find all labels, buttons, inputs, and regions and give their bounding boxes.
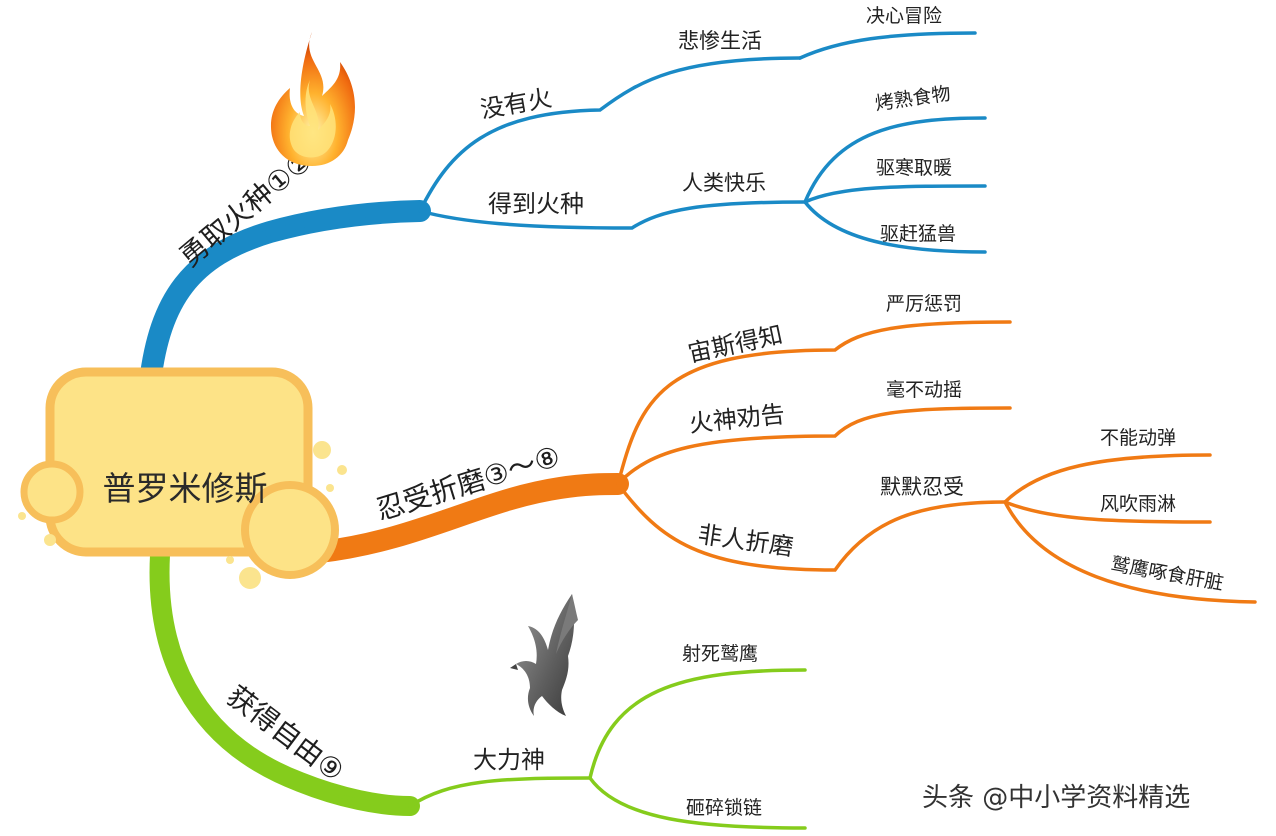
connector-shoot [588, 668, 807, 780]
node-hercules-item-2[interactable]: 砸碎锁链 [686, 797, 762, 819]
connector-vulcan [616, 406, 1012, 486]
connector-item-1 [803, 116, 987, 204]
root-dot [18, 512, 26, 520]
watermark-text: 头条 @中小学资料精选 [922, 783, 1190, 813]
torment-subbranches [616, 320, 1257, 604]
eagle-icon [510, 594, 578, 716]
branch-freedom-trunk-tail [338, 794, 412, 808]
connector-silent-2 [1003, 500, 1212, 524]
root-label: 普罗米修斯 [103, 469, 268, 508]
node-silent[interactable]: 默默忍受 [880, 475, 964, 499]
connector-item-3 [803, 200, 987, 254]
root-bubble-right [241, 481, 339, 579]
node-hercules-item-1[interactable]: 射死鹫鹰 [682, 643, 758, 665]
connector-item-2 [803, 184, 987, 204]
connector-inhuman [616, 482, 1007, 572]
node-zeus-child[interactable]: 严厉惩罚 [886, 293, 962, 315]
connector-zeus [616, 320, 1012, 486]
branch-torment-trunk-tail [517, 481, 621, 497]
node-misery[interactable]: 悲惨生活 [678, 29, 762, 53]
connector-hercules [408, 776, 592, 808]
connector-resolve [798, 31, 977, 60]
root-dot [44, 534, 56, 546]
branch-fire-trunk-tail [247, 208, 423, 241]
connector-smash [588, 776, 807, 830]
node-silent-item-2[interactable]: 风吹雨淋 [1100, 493, 1176, 515]
branch-freedom-trunk [149, 545, 420, 816]
node-silent-item-3[interactable]: 鹫鹰啄食肝脏 [1109, 553, 1225, 594]
connector-silent-3 [1003, 500, 1257, 604]
root-dot [337, 465, 347, 475]
node-vulcan-child[interactable]: 毫不动摇 [886, 379, 962, 401]
freedom-subbranches [408, 668, 807, 830]
node-resolve[interactable]: 决心冒险 [866, 5, 942, 27]
node-silent-item-1[interactable]: 不能动弹 [1100, 427, 1176, 449]
node-no-fire[interactable]: 没有火 [478, 84, 554, 124]
node-hercules[interactable]: 大力神 [473, 746, 545, 774]
root-bubble-left [20, 460, 84, 524]
root-dot [226, 556, 234, 564]
node-happy[interactable]: 人类快乐 [682, 171, 766, 195]
root-node[interactable]: 普罗米修斯 [18, 367, 347, 589]
node-vulcan[interactable]: 火神劝告 [688, 400, 786, 438]
fire-subbranches [418, 31, 987, 254]
root-dot [239, 567, 261, 589]
node-got-fire[interactable]: 得到火种 [488, 190, 584, 218]
connector-got-fire [418, 200, 807, 230]
node-happy-item-2[interactable]: 驱寒取暖 [876, 157, 952, 179]
node-zeus[interactable]: 宙斯得知 [685, 321, 785, 368]
connector-silent-1 [1003, 453, 1212, 504]
node-happy-item-1[interactable]: 烤熟食物 [874, 83, 952, 115]
root-dot [313, 441, 331, 459]
root-dot [326, 484, 334, 492]
flame-icon [270, 32, 355, 166]
connector-no-fire [418, 56, 802, 213]
node-happy-item-3[interactable]: 驱赶猛兽 [880, 223, 956, 245]
